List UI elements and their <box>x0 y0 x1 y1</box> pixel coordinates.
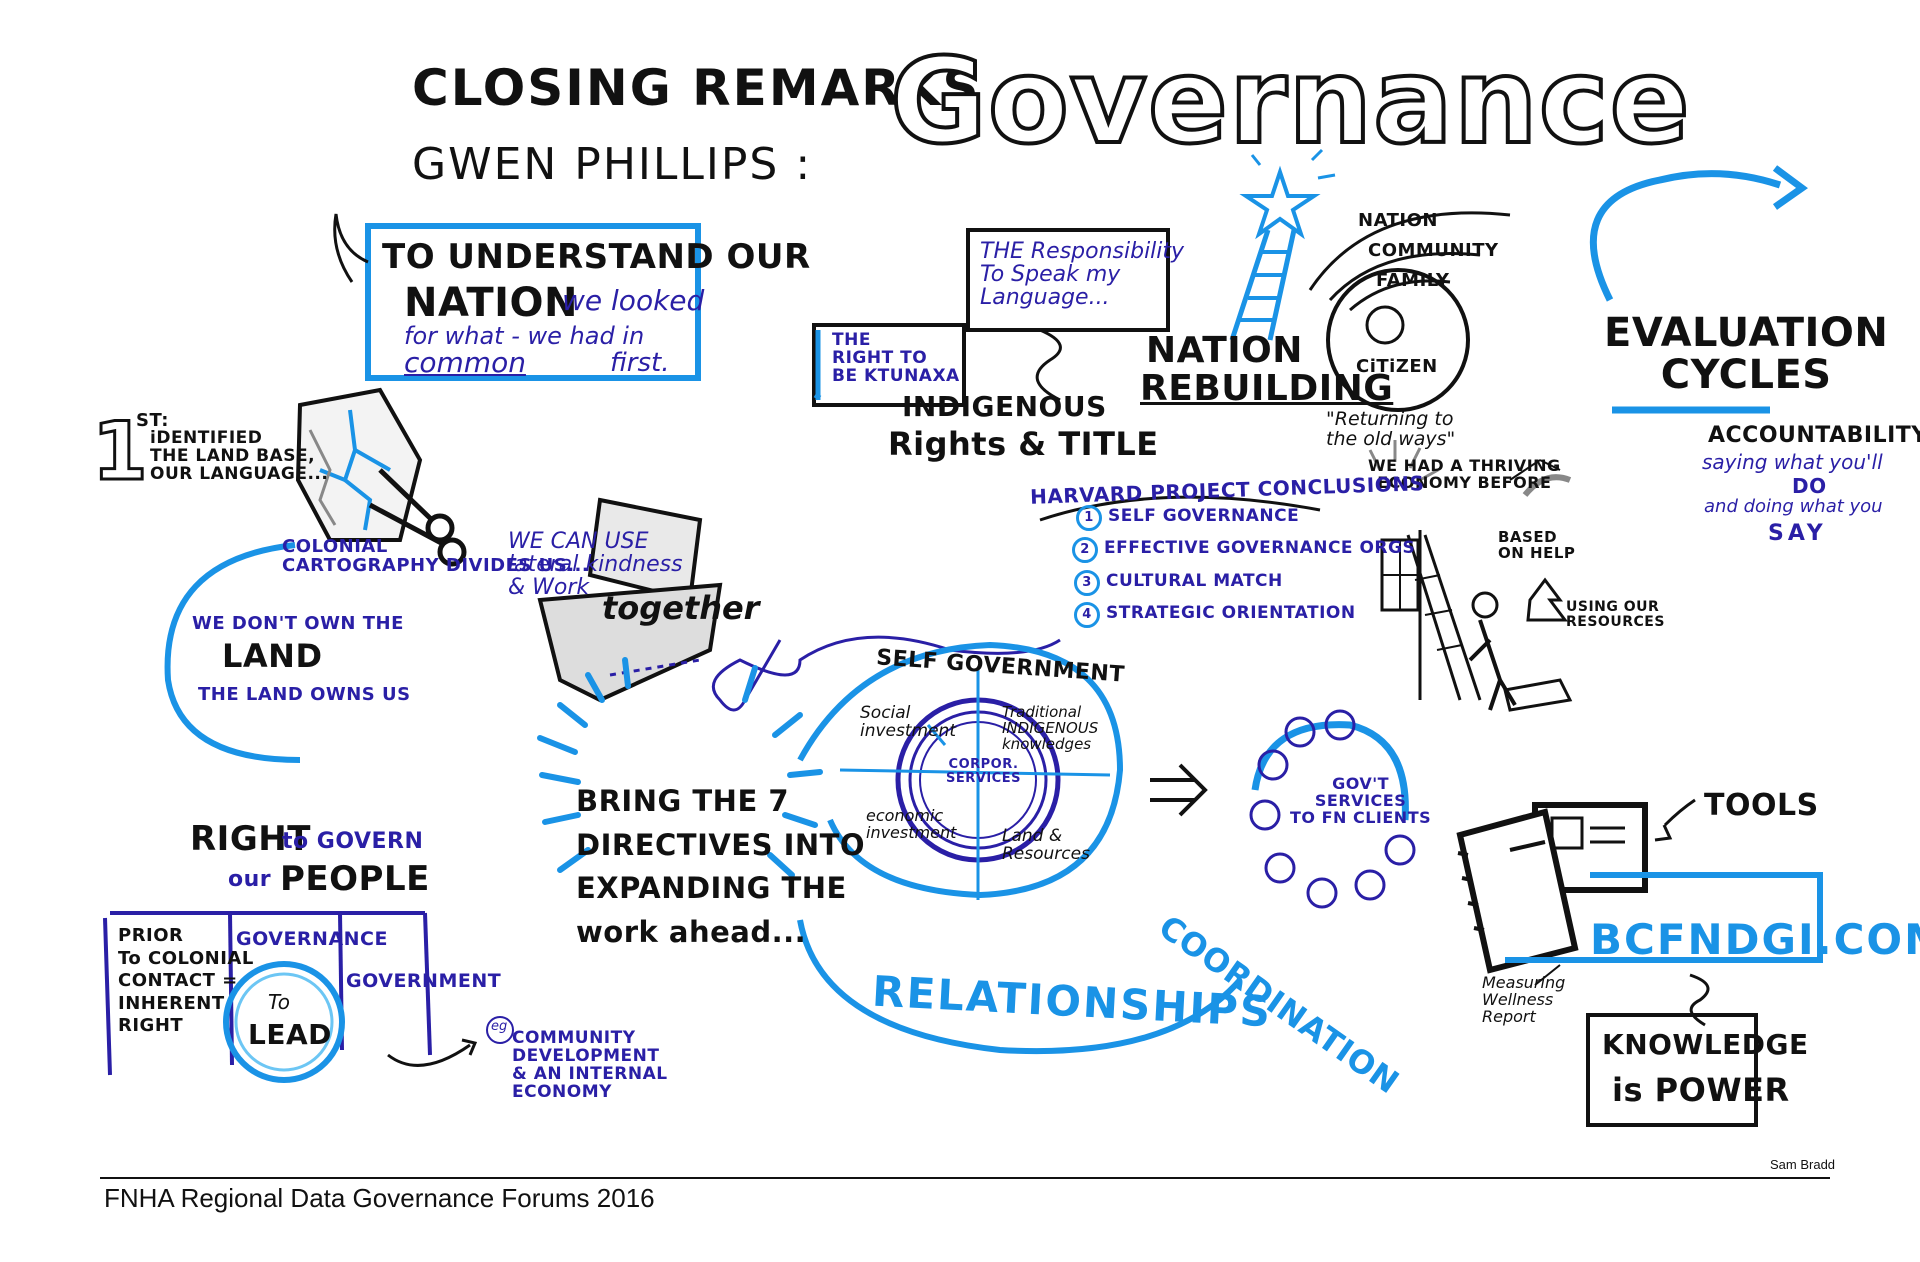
evaluation-cycles: EVALUATION CYCLES <box>1604 310 1889 398</box>
map-paper-icon <box>295 387 423 542</box>
speech-nation: NATION <box>404 280 578 326</box>
arrow-to-coordination <box>1150 763 1208 817</box>
harvard-item-3: 3 CULTURAL MATCH <box>1074 570 1283 596</box>
nation-label: NATION <box>1146 330 1303 371</box>
ring-community: COMMUNITY <box>1368 240 1499 261</box>
harvard-label-1: SELF GOVERNANCE <box>1108 506 1300 526</box>
scissors-icon <box>368 468 467 567</box>
burst-lines <box>537 657 823 878</box>
traditional-knowledges: Traditional INDIGENOUS knowledges <box>1002 703 1099 753</box>
land-owns-us: THE LAND OWNS US <box>198 684 411 705</box>
harvard-num-3: 3 <box>1074 570 1100 596</box>
harvard-item-4: 4 STRATEGIC ORIENTATION <box>1074 602 1356 628</box>
economic-investment: economic investment <box>866 806 957 842</box>
event-footer: FNHA Regional Data Governance Forums 201… <box>104 1183 655 1213</box>
do-word: DO <box>1792 474 1827 498</box>
coordination-ring <box>1249 709 1416 909</box>
dont-own-land: WE DON'T OWN THE <box>192 613 404 634</box>
relationships-arc <box>797 919 1243 1055</box>
website-label: BCFNDGI.COM <box>1590 915 1920 964</box>
indigenous-label: INDIGENOUS <box>902 390 1107 423</box>
rights-boxes <box>812 228 1170 407</box>
govern-table <box>103 911 514 1083</box>
harvard-num-1: 1 <box>1076 505 1102 531</box>
land-resources: Land & Resources <box>1002 826 1090 864</box>
right-label: RIGHT <box>190 819 311 859</box>
land-word: LAND <box>222 637 323 675</box>
seven-directives: BRING THE 7 DIRECTIVES INTO EXPANDING TH… <box>576 784 866 949</box>
evaluation-cycle-arrow <box>1589 165 1808 414</box>
star-ladder-icon <box>1229 148 1336 341</box>
say-word: SAY <box>1768 521 1827 546</box>
to-lead-to: To <box>268 990 290 1014</box>
our-label: our <box>228 867 272 892</box>
tools-label: TOOLS <box>1704 788 1819 823</box>
speech-bubble <box>333 213 701 381</box>
saying-what: saying what you'll <box>1702 450 1883 474</box>
harvard-num-4: 4 <box>1074 602 1100 628</box>
speech-for-what: for what - we had in <box>404 322 645 350</box>
people-label: PEOPLE <box>280 859 430 899</box>
first-sup: ST: <box>136 410 169 431</box>
harvard-arc <box>1039 495 1321 522</box>
first-text: iDENTIFIED THE LAND BASE, OUR LANGUAGE..… <box>150 428 329 484</box>
speaker-name: GWEN PHILLIPS : <box>412 139 813 190</box>
ring-nation: NATION <box>1358 210 1438 231</box>
harvard-label-2: EFFECTIVE GOVERNANCE ORGS <box>1104 538 1416 558</box>
lateral-kindness: WE CAN USE lateral kindness & Work <box>508 529 683 601</box>
together-word: together <box>602 589 760 627</box>
tools-illustration <box>1456 798 1823 1127</box>
harvard-label-3: CULTURAL MATCH <box>1106 571 1283 591</box>
government-col: GOVERNMENT <box>346 970 502 992</box>
concentric-rings <box>1308 211 1511 412</box>
knowledge-label: KNOWLEDGE <box>1602 1028 1809 1061</box>
to-govern-label: to GOVERN <box>282 829 424 854</box>
harvard-label-4: STRATEGIC ORIENTATION <box>1106 603 1356 623</box>
prior-contact: PRIOR To COLONIAL CONTACT = INHERENT RIG… <box>118 925 254 1036</box>
govt-services: GOV'T SERVICES TO FN CLIENTS <box>1290 774 1432 827</box>
rebuilding-label: REBUILDING <box>1140 368 1394 409</box>
closing-remarks-title: CLOSING REMARKS <box>412 59 981 117</box>
governance-col: GOVERNANCE <box>236 928 388 950</box>
doing-what: and doing what you <box>1704 496 1883 517</box>
based-on-help: BASED ON HELP <box>1498 528 1576 562</box>
land-arc <box>164 542 301 763</box>
is-power-label: is POWER <box>1612 1071 1790 1109</box>
self-government-wheel <box>797 641 1124 900</box>
first-numeral: 1 <box>91 405 150 498</box>
social-investment: Social investment <box>860 703 956 741</box>
citizen-label: CiTiZEN <box>1356 356 1438 377</box>
colonial-cartography: COLONIAL CARTOGRAPHY DIVIDES US... <box>282 536 590 576</box>
measuring-wellness: Measuring Wellness Report <box>1482 973 1566 1026</box>
ring-family: FAMILY <box>1376 270 1450 291</box>
community-development: COMMUNITY DEVELOPMENT & AN INTERNAL ECON… <box>512 1028 668 1102</box>
eg-label: eg <box>491 1019 508 1034</box>
harvard-item-2: 2 EFFECTIVE GOVERNANCE ORGS <box>1072 537 1415 563</box>
corp-services: CORPOR. SERVICES <box>946 757 1021 786</box>
rights-title-label: Rights & TITLE <box>888 425 1159 463</box>
speech-common: common <box>404 346 526 379</box>
house-ladder-sketch <box>1368 440 1573 712</box>
speech-we-looked: we looked <box>562 284 705 317</box>
returning-quote: "Returning to the old ways" <box>1326 408 1456 450</box>
governance-title: Governance <box>888 32 1692 170</box>
right-to-be-ktunaxa: THE RIGHT TO BE KTUNAXA <box>832 330 960 386</box>
responsibility-language: THE Responsibility To Speak my Language.… <box>980 239 1185 311</box>
thriving-economy: WE HAD A THRIVING ECONOMY BEFORE <box>1368 456 1561 492</box>
folded-papers-icon <box>537 497 723 703</box>
harvard-num-2: 2 <box>1072 537 1098 563</box>
speech-line1: TO UNDERSTAND OUR <box>382 237 811 277</box>
using-resources: USING OUR RESOURCES <box>1566 599 1665 630</box>
harvard-item-1: 1 SELF GOVERNANCE <box>1076 505 1299 531</box>
artist-credit: Sam Bradd <box>1770 1157 1836 1172</box>
speech-first: first. <box>610 348 670 378</box>
to-lead-lead: LEAD <box>248 1018 332 1051</box>
accountability-label: ACCOUNTABILITY: <box>1708 423 1920 448</box>
